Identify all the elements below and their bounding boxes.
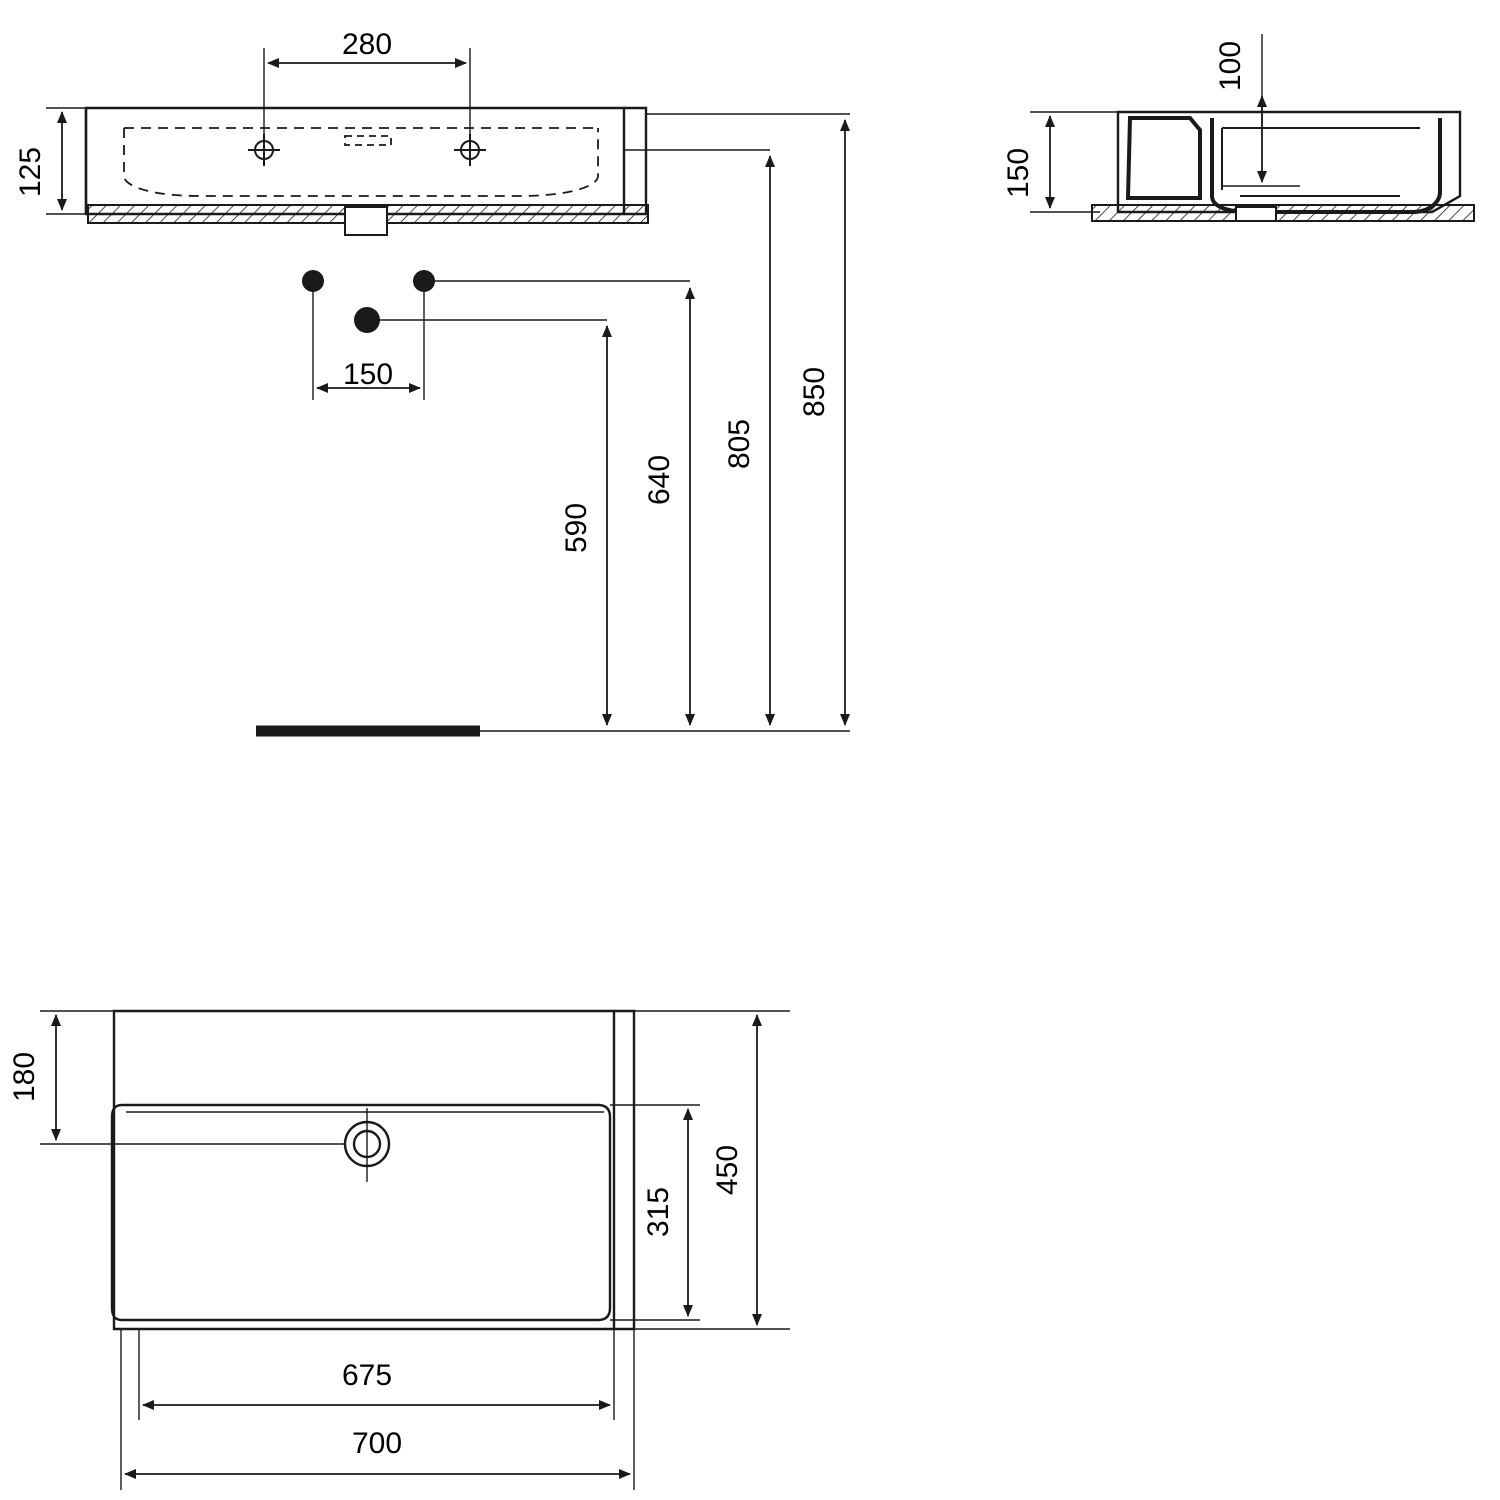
dim-label-805: 805 — [723, 419, 756, 469]
dim-label-590: 590 — [560, 503, 593, 553]
dim-label-150-side: 150 — [1002, 148, 1035, 198]
side-section-outline — [1116, 110, 1462, 214]
dim-label-280: 280 — [342, 28, 392, 61]
dim-125 — [46, 107, 110, 215]
dim-label-700: 700 — [352, 1427, 402, 1460]
overflow-slot — [344, 135, 392, 146]
dim-150-side — [1030, 111, 1122, 213]
dim-315 — [610, 1104, 700, 1321]
dim-100-side — [1222, 34, 1300, 187]
dim-label-640: 640 — [643, 455, 676, 505]
dim-450 — [634, 1010, 790, 1330]
dim-label-315: 315 — [642, 1187, 675, 1237]
plan-drain — [343, 1108, 391, 1182]
tap-hole-marks — [248, 134, 486, 166]
dim-label-450: 450 — [711, 1145, 744, 1195]
dim-180 — [40, 1010, 345, 1145]
reference-points — [302, 270, 435, 333]
dim-label-850: 850 — [798, 367, 831, 417]
front-elevation-outline — [84, 106, 648, 216]
dim-150-front — [312, 287, 425, 400]
dim-label-180: 180 — [8, 1052, 41, 1102]
dim-675 — [138, 1329, 615, 1420]
dim-label-125: 125 — [14, 147, 47, 197]
dim-700 — [120, 1329, 635, 1490]
dim-label-675: 675 — [342, 1359, 392, 1392]
dim-label-150-front: 150 — [343, 358, 393, 391]
dim-label-100-side: 100 — [1214, 41, 1247, 91]
height-leaders — [256, 113, 850, 732]
plan-view-outline — [110, 1009, 636, 1331]
side-section-counter — [1091, 204, 1475, 222]
front-elevation-counter — [87, 204, 649, 236]
dim-280 — [263, 48, 471, 140]
